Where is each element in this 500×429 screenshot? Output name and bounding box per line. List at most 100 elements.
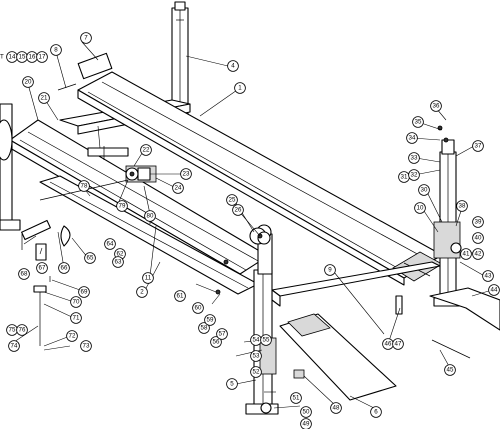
callout-circle bbox=[18, 268, 30, 280]
callout-number: 49 bbox=[303, 421, 310, 428]
callout-balloon: 71 bbox=[70, 312, 82, 324]
callout-number: 10 bbox=[417, 205, 424, 212]
callout-number: 68 bbox=[21, 271, 28, 278]
rear-right-post bbox=[171, 1, 189, 119]
callout-number: 58 bbox=[201, 325, 208, 332]
callout-balloon: 9 bbox=[324, 264, 336, 276]
callout-number: 54 bbox=[253, 337, 260, 344]
callout-circle bbox=[300, 406, 312, 418]
callout-number: 33 bbox=[411, 155, 418, 162]
callout-balloon: 69 bbox=[78, 286, 90, 298]
callout-balloon: 1 bbox=[234, 82, 246, 94]
callout-balloon: 47 bbox=[392, 338, 404, 350]
callout-balloon: 38 bbox=[456, 200, 468, 212]
callout-circle bbox=[8, 340, 20, 352]
callout-balloon: 15 bbox=[16, 51, 28, 63]
callout-circle bbox=[66, 330, 78, 342]
callout-balloon: 26 bbox=[232, 204, 244, 216]
callout-number: 37 bbox=[475, 143, 482, 150]
callout-circle bbox=[406, 132, 418, 144]
callout-number: 64 bbox=[107, 241, 114, 248]
callout-balloon: 73 bbox=[80, 340, 92, 352]
callout-balloon: 17 bbox=[36, 51, 48, 63]
callout-number: 53 bbox=[253, 353, 260, 360]
callout-balloon: 39 bbox=[472, 216, 484, 228]
callout-circle bbox=[172, 182, 184, 194]
callout-balloon: 66 bbox=[58, 262, 70, 274]
callout-balloon: 49 bbox=[300, 418, 312, 429]
callout-balloon: 52 bbox=[250, 366, 262, 378]
callout-balloon: 7 bbox=[80, 32, 92, 44]
callout-number: 5 bbox=[230, 381, 234, 388]
callout-balloon: 60 bbox=[192, 302, 204, 314]
callout-number: 75 bbox=[9, 327, 16, 334]
callout-balloon: 8 bbox=[50, 44, 62, 56]
callout-circle bbox=[418, 184, 430, 196]
callout-circle bbox=[472, 232, 484, 244]
callout-circle bbox=[38, 92, 50, 104]
callout-balloon: 51 bbox=[290, 392, 302, 404]
callout-number: 55 bbox=[263, 337, 270, 344]
callout-number: 25 bbox=[229, 197, 236, 204]
callout-number: 42 bbox=[475, 251, 482, 258]
callout-circle bbox=[80, 32, 92, 44]
callout-balloon: 56 bbox=[210, 336, 222, 348]
callout-number: 22 bbox=[143, 147, 150, 154]
callout-number: 76 bbox=[19, 327, 26, 334]
callout-balloon: 50 bbox=[300, 406, 312, 418]
callout-circle bbox=[136, 286, 148, 298]
callout-number: 57 bbox=[219, 331, 226, 338]
callout-number: 51 bbox=[293, 395, 300, 402]
callout-number: 16 bbox=[29, 54, 36, 61]
loose-hardware bbox=[21, 52, 471, 379]
callout-balloon: 31 bbox=[398, 171, 410, 183]
callout-number: 50 bbox=[303, 409, 310, 416]
callout-number: 36 bbox=[433, 103, 440, 110]
callout-number: 74 bbox=[11, 343, 18, 350]
callout-number: 69 bbox=[81, 289, 88, 296]
cropped-label-fragment: T bbox=[0, 54, 4, 61]
callout-circle bbox=[227, 60, 239, 72]
callout-balloon: 35 bbox=[412, 116, 424, 128]
callout-circle bbox=[22, 76, 34, 88]
callout-number: 66 bbox=[61, 265, 68, 272]
callout-circle bbox=[324, 264, 336, 276]
callout-balloon: 41 bbox=[460, 248, 472, 260]
callout-circle bbox=[234, 82, 246, 94]
callout-circle bbox=[226, 378, 238, 390]
callout-number: 15 bbox=[19, 54, 26, 61]
callout-circle bbox=[216, 328, 228, 340]
secondary-runway bbox=[9, 119, 269, 295]
callout-number: 23 bbox=[183, 171, 190, 178]
callout-balloon: 10 bbox=[414, 202, 426, 214]
callout-number: 71 bbox=[73, 315, 80, 322]
callout-balloon: 55 bbox=[260, 334, 272, 346]
callout-circle bbox=[482, 270, 494, 282]
callout-number: 4 bbox=[231, 63, 235, 70]
callout-number: 17 bbox=[39, 54, 46, 61]
callout-circle bbox=[80, 340, 92, 352]
callout-number: 46 bbox=[385, 341, 392, 348]
callout-circle bbox=[144, 210, 156, 222]
callout-circle bbox=[408, 169, 420, 181]
callout-balloon: 40 bbox=[472, 232, 484, 244]
callout-balloon: 67 bbox=[36, 262, 48, 274]
callout-balloon: 32 bbox=[408, 169, 420, 181]
callout-balloon: 75 bbox=[6, 324, 18, 336]
callout-circle bbox=[70, 296, 82, 308]
callout-circle bbox=[370, 406, 382, 418]
callout-balloon: 65 bbox=[84, 252, 96, 264]
callout-balloon: 57 bbox=[216, 328, 228, 340]
callout-number: 63 bbox=[115, 259, 122, 266]
callout-balloon: 24 bbox=[172, 182, 184, 194]
callout-balloon: 58 bbox=[198, 322, 210, 334]
callout-circle bbox=[472, 140, 484, 152]
callout-number: 45 bbox=[447, 367, 454, 374]
callout-circle bbox=[112, 256, 124, 268]
callout-number: 61 bbox=[177, 293, 184, 300]
callout-number: 1 bbox=[238, 85, 242, 92]
callout-number: 8 bbox=[54, 47, 58, 54]
approach-ramps bbox=[279, 287, 500, 401]
callout-circle bbox=[36, 262, 48, 274]
callout-balloon: 70 bbox=[70, 296, 82, 308]
